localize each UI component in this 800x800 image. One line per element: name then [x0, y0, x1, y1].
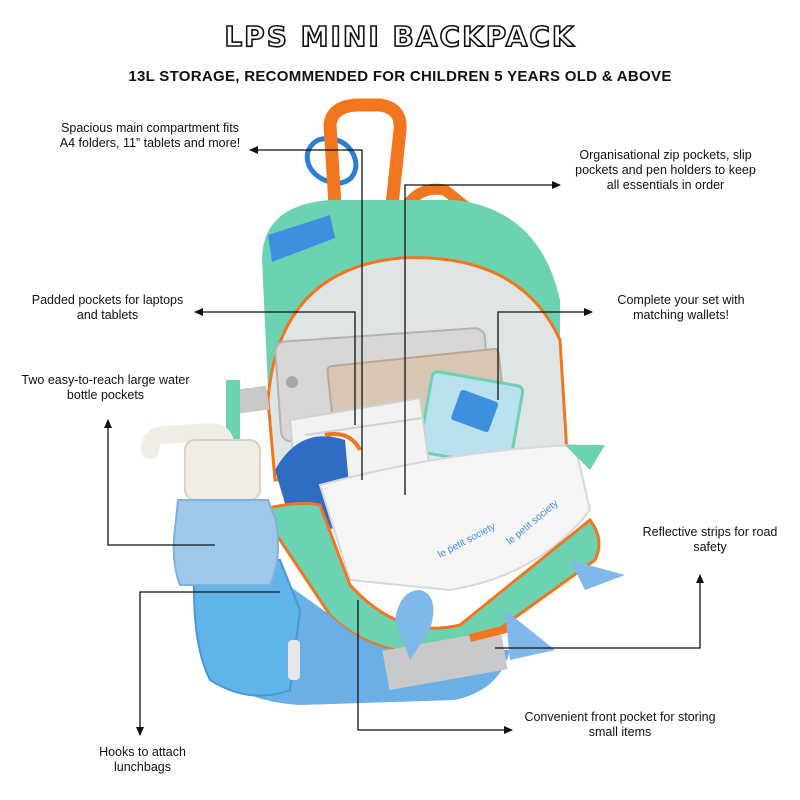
carabiner-clip: [304, 136, 359, 186]
connector-hooks: [136, 591, 280, 736]
connector-zip-pockets: [404, 181, 561, 495]
side-blue-patch: [268, 215, 335, 262]
reflective-strip-front: [382, 629, 508, 691]
connector-wallets: [497, 308, 593, 400]
callout-hooks: Hooks to attach lunchbags: [99, 745, 186, 774]
dino-spike-1: [395, 590, 434, 660]
callout-bottle-pockets: Two easy-to-reach large water bottle poc…: [21, 373, 190, 402]
connector-padded-pockets: [194, 308, 356, 425]
reflective-strip-left: [230, 385, 270, 415]
callout-reflective: Reflective strips for road safety: [642, 525, 778, 554]
dino-spike-right-top: [565, 445, 605, 470]
callout-wallets: Complete your set with matching wallets!: [617, 293, 745, 322]
callout-front-pocket: Convenient front pocket for storing smal…: [524, 710, 716, 739]
page-subtitle: 13L STORAGE, RECOMMENDED FOR CHILDREN 5 …: [128, 68, 672, 85]
dino-spike-2: [505, 610, 555, 660]
callout-main-compartment: Spacious main compartment fits A4 folder…: [59, 121, 241, 150]
connector-main-compartment: [249, 146, 363, 480]
callout-padded-pockets: Padded pockets for laptops and tablets: [31, 293, 184, 322]
connector-bottle-pockets: [104, 419, 215, 546]
wallet-label: [451, 389, 499, 432]
zip-pull: [288, 640, 300, 680]
callout-connectors: [104, 146, 704, 736]
water-bottle: [141, 422, 279, 586]
dino-spike-3: [570, 560, 625, 590]
connector-reflective: [495, 574, 704, 649]
tablet-camera: [286, 376, 298, 388]
callout-zip-pockets: Organisational zip pockets, slip pockets…: [575, 148, 756, 192]
connector-front-pocket: [357, 600, 513, 734]
top-handle: [323, 98, 407, 206]
page-title: LPS MINI BACKPACK: [224, 19, 576, 54]
mesh-bottle-pocket: [193, 559, 302, 697]
